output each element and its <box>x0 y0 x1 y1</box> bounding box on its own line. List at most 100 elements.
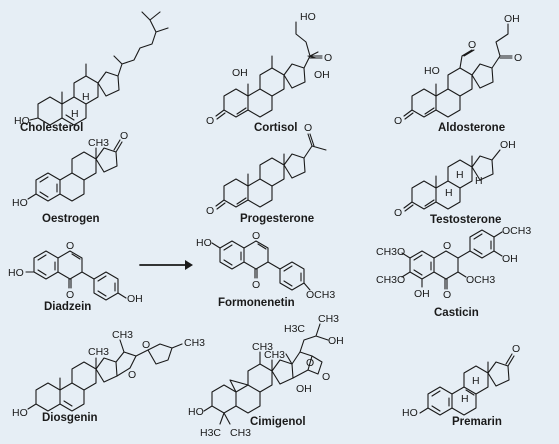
casticin-ring-c <box>433 250 459 280</box>
aldosterone-o-left: O <box>394 115 402 127</box>
cimigenol-ring-d <box>271 359 294 385</box>
cholesterol-ring-d <box>97 71 120 97</box>
testosterone-structure: OH H H H O Testosterone <box>394 139 516 226</box>
casticin-ring-b-aromatic <box>473 233 492 255</box>
testosterone-h-2: H <box>445 187 453 199</box>
diosgenin-ring-d <box>95 357 118 383</box>
diadzein-structure: HO O O OH Diadzein <box>8 240 143 313</box>
cholesterol-side-chain <box>113 11 169 77</box>
diosgenin-ho: HO <box>12 407 28 419</box>
cortisol-ring-b <box>247 88 273 118</box>
casticin-oh-right: OH <box>502 253 518 265</box>
formononetin-och3-bond <box>303 282 311 291</box>
cortisol-left-carbonyl <box>215 109 226 120</box>
premarin-ring-a-aromatic <box>431 390 450 412</box>
progesterone-ring-a <box>223 178 249 208</box>
diadzein-link <box>81 271 95 280</box>
cholesterol-h-1: H <box>82 91 90 103</box>
aldosterone-ring-b <box>435 88 461 118</box>
cortisol-ring-c <box>259 67 285 97</box>
cimigenol-structure: CH3 H3C CH3 OH CH3 O O HO OH H3C CH3 Cim… <box>188 313 344 439</box>
progesterone-double-bond <box>236 197 247 205</box>
progesterone-structure: O O Progesterone <box>206 122 327 225</box>
cortisol-ho-top: HO <box>300 11 316 23</box>
aldosterone-aldehyde <box>459 49 475 69</box>
oestrogen-ring-c <box>71 151 97 181</box>
cimigenol-label: Cimigenol <box>250 416 306 428</box>
cortisol-double-bond <box>236 107 247 115</box>
cimigenol-o2: O <box>322 371 330 383</box>
cimigenol-oh-bottom: OH <box>296 383 312 395</box>
oestrogen-carbonyl <box>113 139 123 153</box>
diadzein-oh: OH <box>127 293 143 305</box>
progesterone-label: Progesterone <box>240 213 314 225</box>
casticin-ch3o-1: CH3O <box>376 246 405 258</box>
testosterone-left-carbonyl <box>403 201 414 212</box>
oestrogen-o: O <box>120 130 128 142</box>
premarin-ho-bond <box>419 407 429 414</box>
testosterone-ring-a <box>411 180 437 210</box>
cimigenol-ring-c <box>247 363 273 393</box>
casticin-substituent-bonds <box>401 231 503 288</box>
testosterone-methyls <box>435 155 473 189</box>
aldosterone-o-ald: O <box>468 39 476 51</box>
testosterone-double-bond <box>424 199 435 207</box>
cimigenol-ch3-d: CH3 <box>230 427 251 439</box>
formononetin-ho-bond <box>211 242 221 249</box>
oestrogen-ho: HO <box>12 197 28 209</box>
premarin-ring-d <box>487 361 510 387</box>
diosgenin-ch3-b: CH3 <box>112 329 133 341</box>
formononetin-och3: OCH3 <box>306 289 335 301</box>
cholesterol-ring-c <box>73 75 99 105</box>
testosterone-h-3: H <box>475 175 483 187</box>
cimigenol-ring-a <box>211 384 237 414</box>
cortisol-side-chain <box>295 21 319 69</box>
cimigenol-cyclopropane <box>229 379 249 393</box>
casticin-ring-a-aromatic <box>413 254 432 276</box>
cimigenol-ring-f <box>307 355 323 375</box>
progesterone-ring-c <box>259 157 285 187</box>
diadzein-oh-bond <box>117 292 127 299</box>
cortisol-ring-a <box>223 88 249 118</box>
diadzein-ring-c <box>57 250 83 280</box>
cimigenol-h3c-top: H3C <box>284 323 305 335</box>
diadzein-label: Diadzein <box>44 301 91 313</box>
cholesterol-ring-b <box>61 96 87 126</box>
diosgenin-label: Diosgenin <box>42 412 98 424</box>
cortisol-structure: HO O OH OH O Cortisol <box>206 11 332 134</box>
aldosterone-ring-a <box>411 88 437 118</box>
cimigenol-ring-b <box>235 384 261 414</box>
aldosterone-ring-d <box>471 63 494 89</box>
diosgenin-ch3-c: CH3 <box>184 337 205 349</box>
cholesterol-ring-a <box>37 96 63 126</box>
cimigenol-h3c-a: H3C <box>200 427 221 439</box>
diadzein-ho: HO <box>8 267 24 279</box>
cimigenol-methyls <box>219 351 293 425</box>
diadzein-o-keto: O <box>66 289 74 301</box>
premarin-ho: HO <box>402 407 418 419</box>
formononetin-ring-c <box>243 240 269 270</box>
cholesterol-label: Cholesterol <box>20 122 83 134</box>
testosterone-label: Testosterone <box>430 214 501 226</box>
premarin-h-2: H <box>461 393 469 405</box>
aldosterone-left-carbonyl <box>403 109 414 120</box>
oestrogen-ring-d <box>95 147 118 173</box>
aldosterone-ho-ring: HO <box>424 65 440 77</box>
casticin-ch3o-2: CH3O <box>376 274 405 286</box>
diadzein-carbonyl <box>68 278 72 289</box>
cimigenol-ho: HO <box>188 406 204 418</box>
casticin-o-ring: O <box>443 240 451 252</box>
casticin-och3-top: OCH3 <box>502 225 531 237</box>
oestrogen-ch3: CH3 <box>88 137 109 149</box>
premarin-ring-b-double <box>465 389 475 396</box>
formononetin-o-ring: O <box>252 230 260 242</box>
premarin-o: O <box>512 343 520 355</box>
oestrogen-ho-bond <box>27 193 37 200</box>
premarin-label: Premarin <box>452 416 502 428</box>
aldosterone-oh-top: OH <box>504 13 520 25</box>
cortisol-o-keto: O <box>324 52 332 64</box>
casticin-structure: OCH3 OH CH3O CH3O O OCH3 OH O Casticin <box>376 225 531 319</box>
testosterone-ring-c <box>447 159 473 189</box>
aldosterone-o-keto: O <box>514 52 522 64</box>
